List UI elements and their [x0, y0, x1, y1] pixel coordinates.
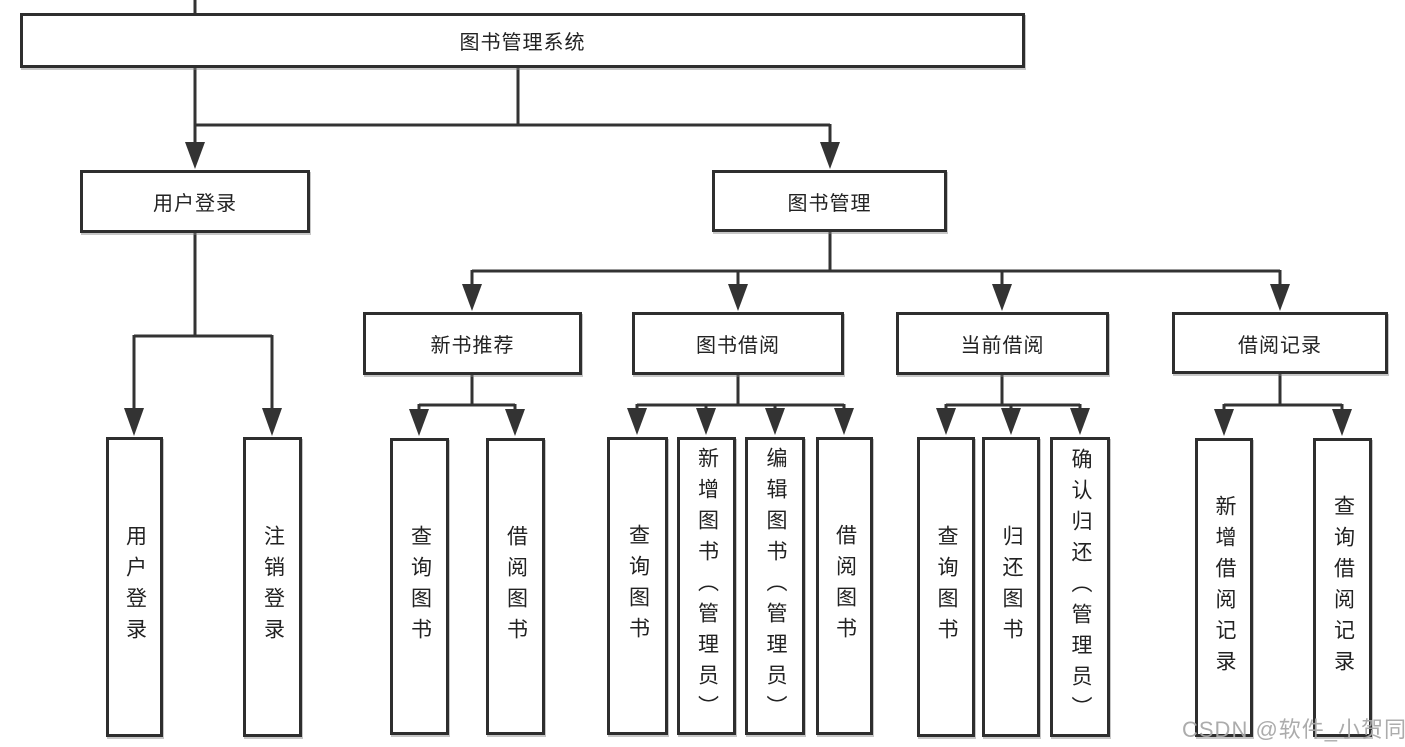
- arrowheads: [124, 142, 1352, 436]
- node-user-login: 用户登录: [80, 170, 310, 233]
- leaf-records-query-record-label: 查询借阅记录: [1331, 494, 1355, 681]
- leaf-recommend-query-books: 查询图书: [390, 438, 449, 735]
- leaf-records-add-record-label: 新增借阅记录: [1213, 494, 1236, 681]
- leaf-user-login: 用户登录: [106, 437, 163, 737]
- leaf-logout: 注销登录: [243, 437, 302, 737]
- csdn-watermark: CSDN @软件_小贺同学: [1182, 717, 1405, 742]
- leaf-current-confirm-return-admin-label: 确认归还（管理员）: [1069, 447, 1092, 727]
- leaf-current-query-books: 查询图书: [917, 437, 975, 737]
- leaf-recommend-borrow-books-label: 借阅图书: [504, 524, 528, 649]
- node-borrow-records: 借阅记录: [1172, 312, 1388, 374]
- node-book-management: 图书管理: [712, 170, 947, 232]
- leaf-recommend-query-books-label: 查询图书: [408, 524, 432, 649]
- leaf-borrow-edit-books-admin: 编辑图书（管理员）: [745, 437, 805, 735]
- leaf-borrow-add-books-admin: 新增图书（管理员）: [677, 437, 736, 735]
- leaf-user-login-label: 用户登录: [123, 525, 147, 649]
- leaf-current-query-books-label: 查询图书: [935, 525, 958, 649]
- leaf-current-return-books: 归还图书: [982, 437, 1040, 737]
- leaf-recommend-borrow-books: 借阅图书: [486, 438, 545, 735]
- node-new-book-recommend: 新书推荐: [363, 312, 582, 375]
- leaf-borrow-borrow-books: 借阅图书: [816, 437, 873, 735]
- leaf-borrow-query-books-label: 查询图书: [626, 524, 650, 648]
- leaf-current-return-books-label: 归还图书: [1000, 525, 1023, 649]
- node-current-borrow: 当前借阅: [896, 312, 1109, 375]
- leaf-logout-label: 注销登录: [261, 525, 285, 649]
- leaf-borrow-query-books: 查询图书: [607, 437, 668, 735]
- leaf-current-confirm-return-admin: 确认归还（管理员）: [1050, 437, 1110, 737]
- leaf-records-query-record: 查询借阅记录: [1313, 438, 1372, 737]
- leaf-borrow-borrow-books-label: 借阅图书: [833, 524, 857, 648]
- leaf-borrow-add-books-admin-label: 新增图书（管理员）: [695, 446, 719, 726]
- node-library-management-system: 图书管理系统: [20, 13, 1025, 68]
- leaf-borrow-edit-books-admin-label: 编辑图书（管理员）: [764, 446, 787, 726]
- node-book-borrow: 图书借阅: [632, 312, 844, 375]
- leaf-records-add-record: 新增借阅记录: [1195, 438, 1253, 737]
